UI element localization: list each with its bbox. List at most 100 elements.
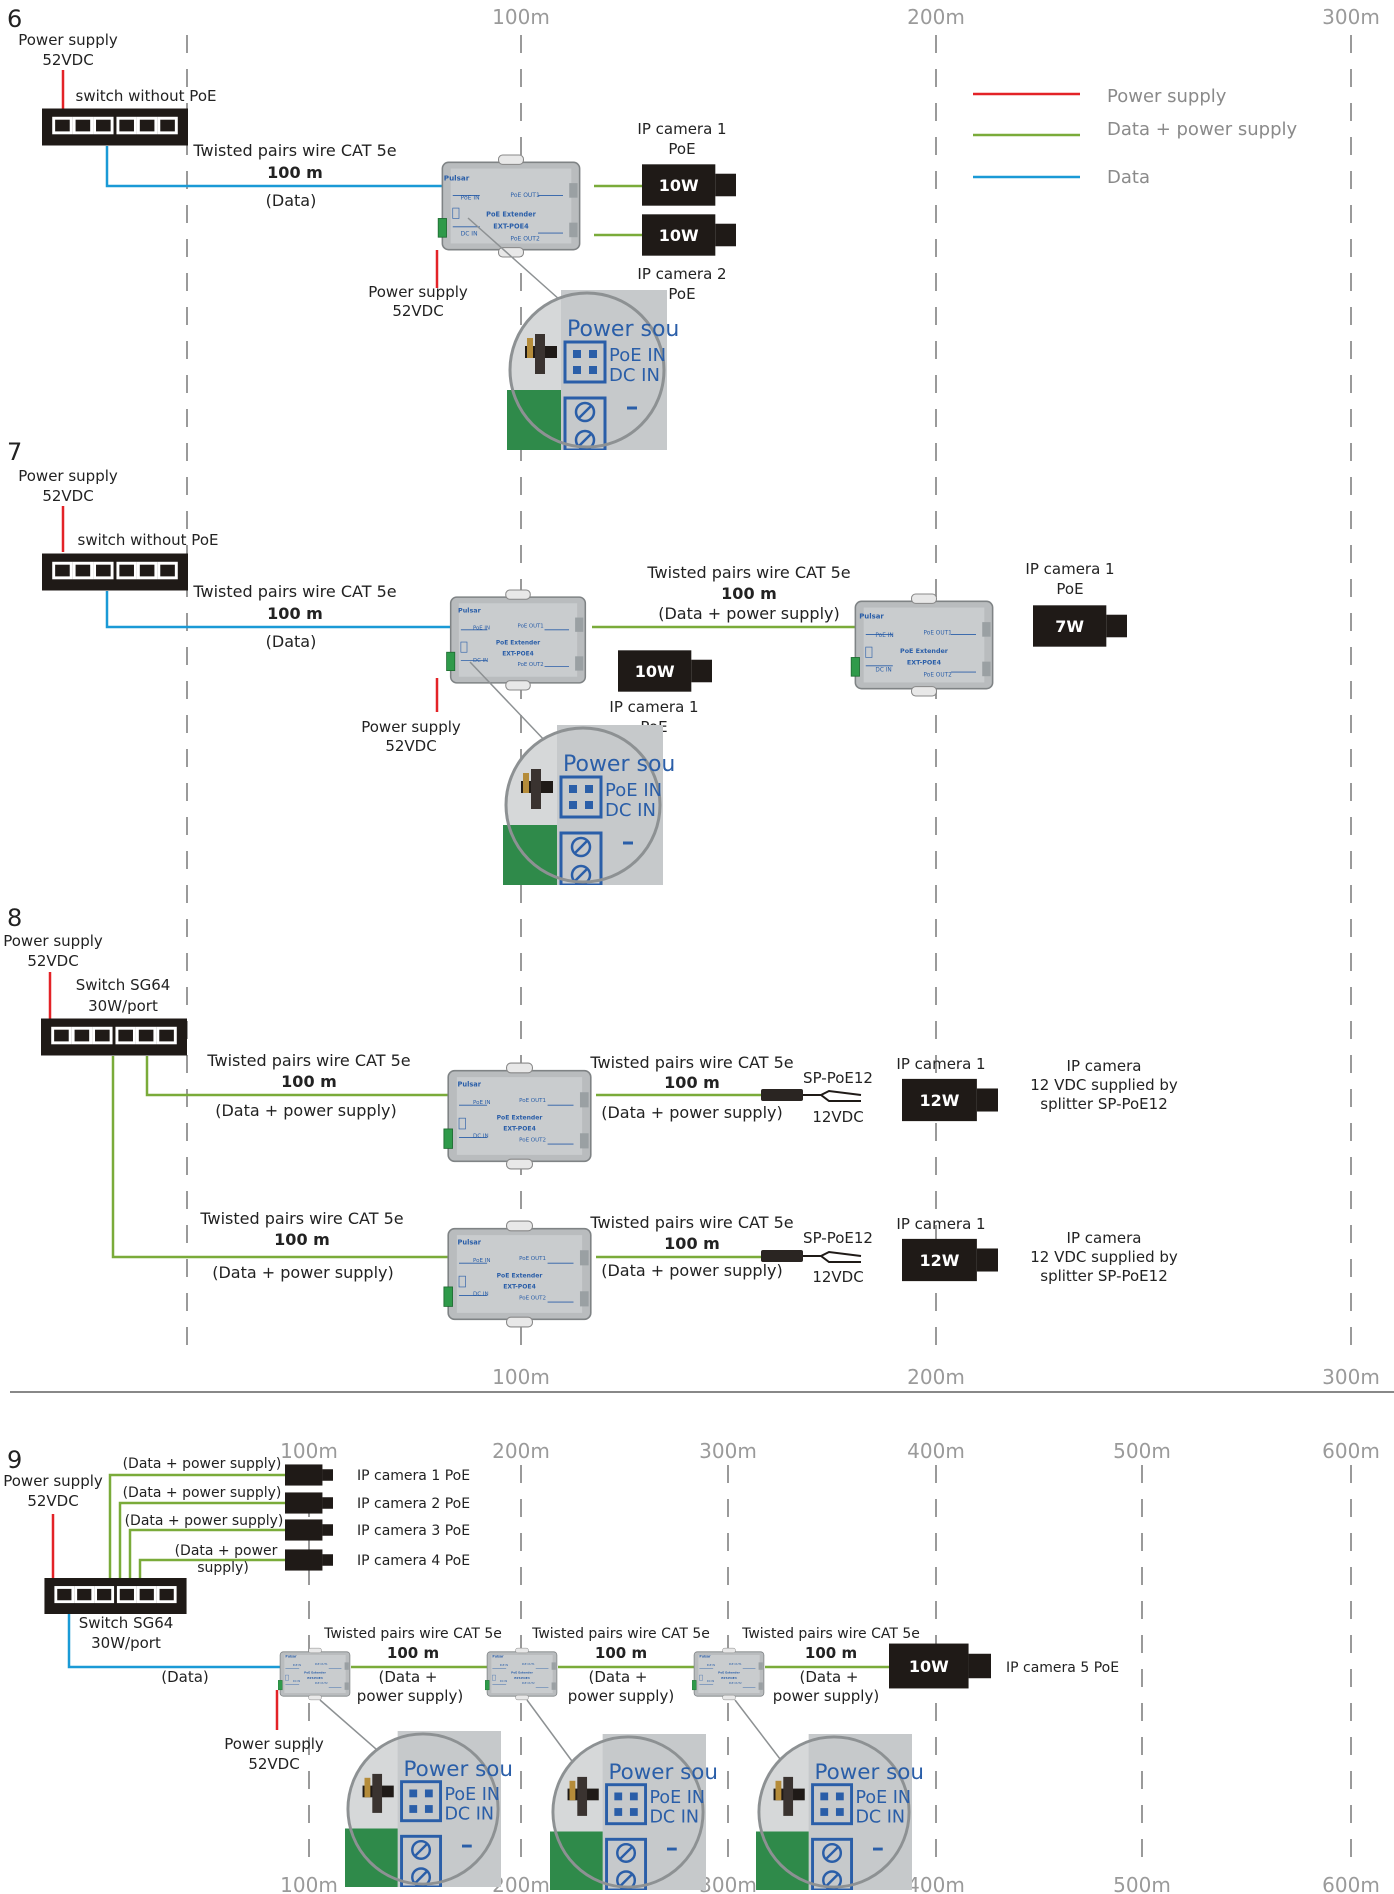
cable-distance: 100 m xyxy=(281,1072,337,1091)
camera-note: splitter SP-PoE12 xyxy=(1040,1267,1168,1285)
power-supply-voltage: 52VDC xyxy=(248,1755,299,1773)
camera-note: 12 VDC supplied by xyxy=(1030,1076,1178,1094)
extender-out2-label: PoE OUT2 xyxy=(519,1296,546,1302)
scale9-label-bottom-m400: 400m xyxy=(907,1873,965,1894)
cable-type: (Data + power supply) xyxy=(123,1485,282,1501)
camera-label: IP camera 2 PoE xyxy=(357,1496,470,1512)
data-power-line xyxy=(108,1473,285,1578)
poe-extender xyxy=(437,154,581,258)
splitter-label: SP-PoE12 xyxy=(803,1069,873,1087)
power-supply-label: Power supply xyxy=(3,1472,103,1490)
switch-label: switch without PoE xyxy=(78,531,219,549)
cable-type: (Data + xyxy=(799,1668,858,1686)
cable-distance: 100 m xyxy=(664,1234,720,1253)
scale9-label-bottom-m200: 200m xyxy=(492,1873,550,1894)
cable-label: Twisted pairs wire CAT 5e xyxy=(199,1209,403,1228)
distance-grid xyxy=(186,35,1352,1860)
splitter-output-voltage: 12VDC xyxy=(812,1268,863,1286)
extender-title: PoE Extender xyxy=(497,1273,543,1280)
camera-label: IP camera 1 xyxy=(609,698,698,716)
inset-poe-in-label: PoE IN xyxy=(649,1788,705,1808)
cable-label: Twisted pairs wire CAT 5e xyxy=(531,1626,710,1642)
cable-label: Twisted pairs wire CAT 5e xyxy=(741,1626,920,1642)
switch-label: Switch SG64 xyxy=(79,1614,174,1632)
extender-model: EXT-POE4 xyxy=(493,222,529,230)
camera-label: IP camera 1 xyxy=(1025,560,1114,578)
cable-label: Twisted pairs wire CAT 5e xyxy=(192,141,396,160)
cable-label: Twisted pairs wire CAT 5e xyxy=(206,1051,410,1070)
inset-power-source-label: Power sou xyxy=(563,752,675,777)
switch-label: switch without PoE xyxy=(76,87,217,105)
switch-sg64 xyxy=(42,1578,189,1614)
extender-dc-in-label: DC IN xyxy=(473,1291,489,1297)
extender-out1-label: PoE OUT1 xyxy=(924,631,953,637)
camera-label: IP camera 5 PoE xyxy=(1006,1660,1119,1676)
cable-type: power supply) xyxy=(568,1687,674,1705)
data-line xyxy=(105,146,454,188)
switch-label: Switch SG64 xyxy=(76,976,171,994)
extender-poe-in-label: PoE IN xyxy=(500,1663,508,1667)
scale9-label-top-m300: 300m xyxy=(699,1439,757,1463)
cable-distance: 100 m xyxy=(267,604,323,623)
cable-distance: 100 m xyxy=(387,1644,439,1662)
splitter-sp-poe12 xyxy=(761,1250,803,1262)
power-supply-label: Power supply xyxy=(224,1735,324,1753)
extender-out1-label: PoE OUT1 xyxy=(315,1662,328,1666)
extender-model: EXT-POE4 xyxy=(907,660,942,667)
extender-title: PoE Extender xyxy=(718,1670,740,1674)
scale9-label-top-m500: 500m xyxy=(1113,1439,1171,1463)
extender-brand: Pulsar xyxy=(859,612,884,620)
camera-label: IP camera 1 xyxy=(637,120,726,138)
inset-power-source-label: Power sou xyxy=(815,1760,925,1785)
extender-dc-in-label: DC IN xyxy=(707,1679,714,1683)
extender-title: PoE Extender xyxy=(900,648,949,655)
cable-distance: 100 m xyxy=(595,1644,647,1662)
splitter-cable xyxy=(820,1089,862,1096)
extender-poe-in-label: PoE IN xyxy=(293,1663,301,1667)
cable-distance: 100 m xyxy=(805,1644,857,1662)
inset-dc-in-label: DC IN xyxy=(649,1808,699,1828)
cable-label: Twisted pairs wire CAT 5e xyxy=(646,563,850,582)
cable-type: (Data + power supply) xyxy=(601,1103,783,1122)
legend-data-power-label: Data + power supply xyxy=(1107,119,1297,140)
cable-type: (Data + power xyxy=(175,1543,278,1559)
scale-label-bottom-m300: 300m xyxy=(1322,1365,1380,1389)
extender-model: EXT-POE4 xyxy=(307,1676,323,1680)
cable-type: (Data) xyxy=(266,632,317,651)
scale-label-top-m200: 200m xyxy=(907,5,965,29)
extender-poe-in-label: PoE IN xyxy=(473,1258,491,1264)
splitter-cable xyxy=(803,1255,861,1263)
power-supply-label: Power supply xyxy=(3,932,103,950)
inset-power-source-label: Power sou xyxy=(404,1757,514,1782)
camera-label: IP camera 1 PoE xyxy=(357,1468,470,1484)
scale9-label-bottom-m500: 500m xyxy=(1113,1873,1171,1894)
power-supply-label: Power supply xyxy=(361,718,461,736)
scale9-label-top-m600: 600m xyxy=(1322,1439,1380,1463)
data-power-line xyxy=(145,1056,464,1097)
cable-label: Twisted pairs wire CAT 5e xyxy=(192,582,396,601)
extender-dc-in-label: DC IN xyxy=(473,1133,489,1139)
camera-note: IP camera xyxy=(1067,1057,1142,1075)
power-supply-voltage: 52VDC xyxy=(27,1492,78,1510)
cable-type: supply) xyxy=(197,1560,249,1576)
cable-type: (Data) xyxy=(161,1668,209,1686)
camera-poe-label: PoE xyxy=(668,285,695,303)
section-7-number: 7 xyxy=(7,438,22,466)
extender-out1-label: PoE OUT1 xyxy=(518,624,544,630)
extender-dc-in-label: DC IN xyxy=(461,231,478,238)
inset-dc-in-label: DC IN xyxy=(609,365,660,386)
scale9-label-bottom-m100: 100m xyxy=(280,1873,338,1894)
cable-distance: 100 m xyxy=(274,1230,330,1249)
power-supply-voltage: 52VDC xyxy=(42,51,93,69)
extender-dc-in-label: DC IN xyxy=(500,1679,507,1683)
cable-type: (Data + power supply) xyxy=(125,1513,284,1529)
poe-extender-remote xyxy=(850,593,994,697)
section-9-number: 9 xyxy=(7,1446,22,1474)
extender-out2-label: PoE OUT2 xyxy=(924,672,953,678)
camera-power-label: 12W xyxy=(919,1251,959,1270)
camera-power-label: 10W xyxy=(635,662,675,681)
extender-model: EXT-POE4 xyxy=(721,1676,737,1680)
cable-label: Twisted pairs wire CAT 5e xyxy=(589,1053,793,1072)
inset-dc-in-label: DC IN xyxy=(605,800,656,821)
ip-camera-3 xyxy=(285,1519,333,1541)
